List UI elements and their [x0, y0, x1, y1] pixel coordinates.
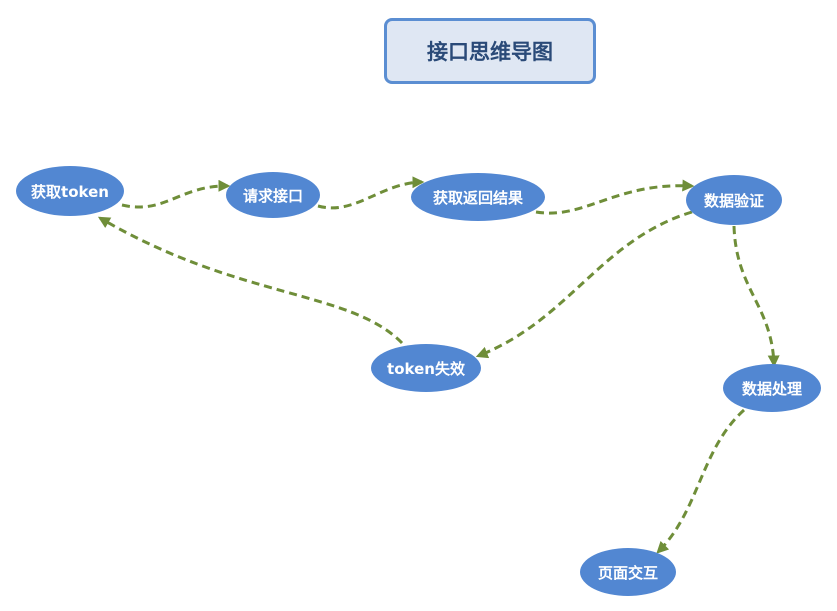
node-data-processing: 数据处理 [723, 364, 821, 412]
edge-request-api-to-get-result [317, 176, 425, 210]
node-get-result: 获取返回结果 [411, 173, 545, 221]
node-get-token: 获取token [16, 166, 124, 216]
node-data-validation: 数据验证 [686, 175, 782, 225]
edge-get-token-to-request-api [121, 179, 231, 209]
diagram-title: 接口思维导图 [384, 18, 596, 84]
edge-token-expired-to-get-token [97, 216, 404, 345]
edge-get-result-to-data-validation [535, 179, 695, 215]
node-page-interaction: 页面交互 [580, 548, 676, 596]
node-request-api: 请求接口 [226, 172, 320, 218]
edge-data-processing-to-page-interaction [656, 408, 746, 554]
edge-data-validation-to-data-processing [732, 225, 780, 368]
edge-data-validation-to-token-expired [475, 210, 693, 359]
node-token-expired: token失效 [371, 344, 481, 392]
